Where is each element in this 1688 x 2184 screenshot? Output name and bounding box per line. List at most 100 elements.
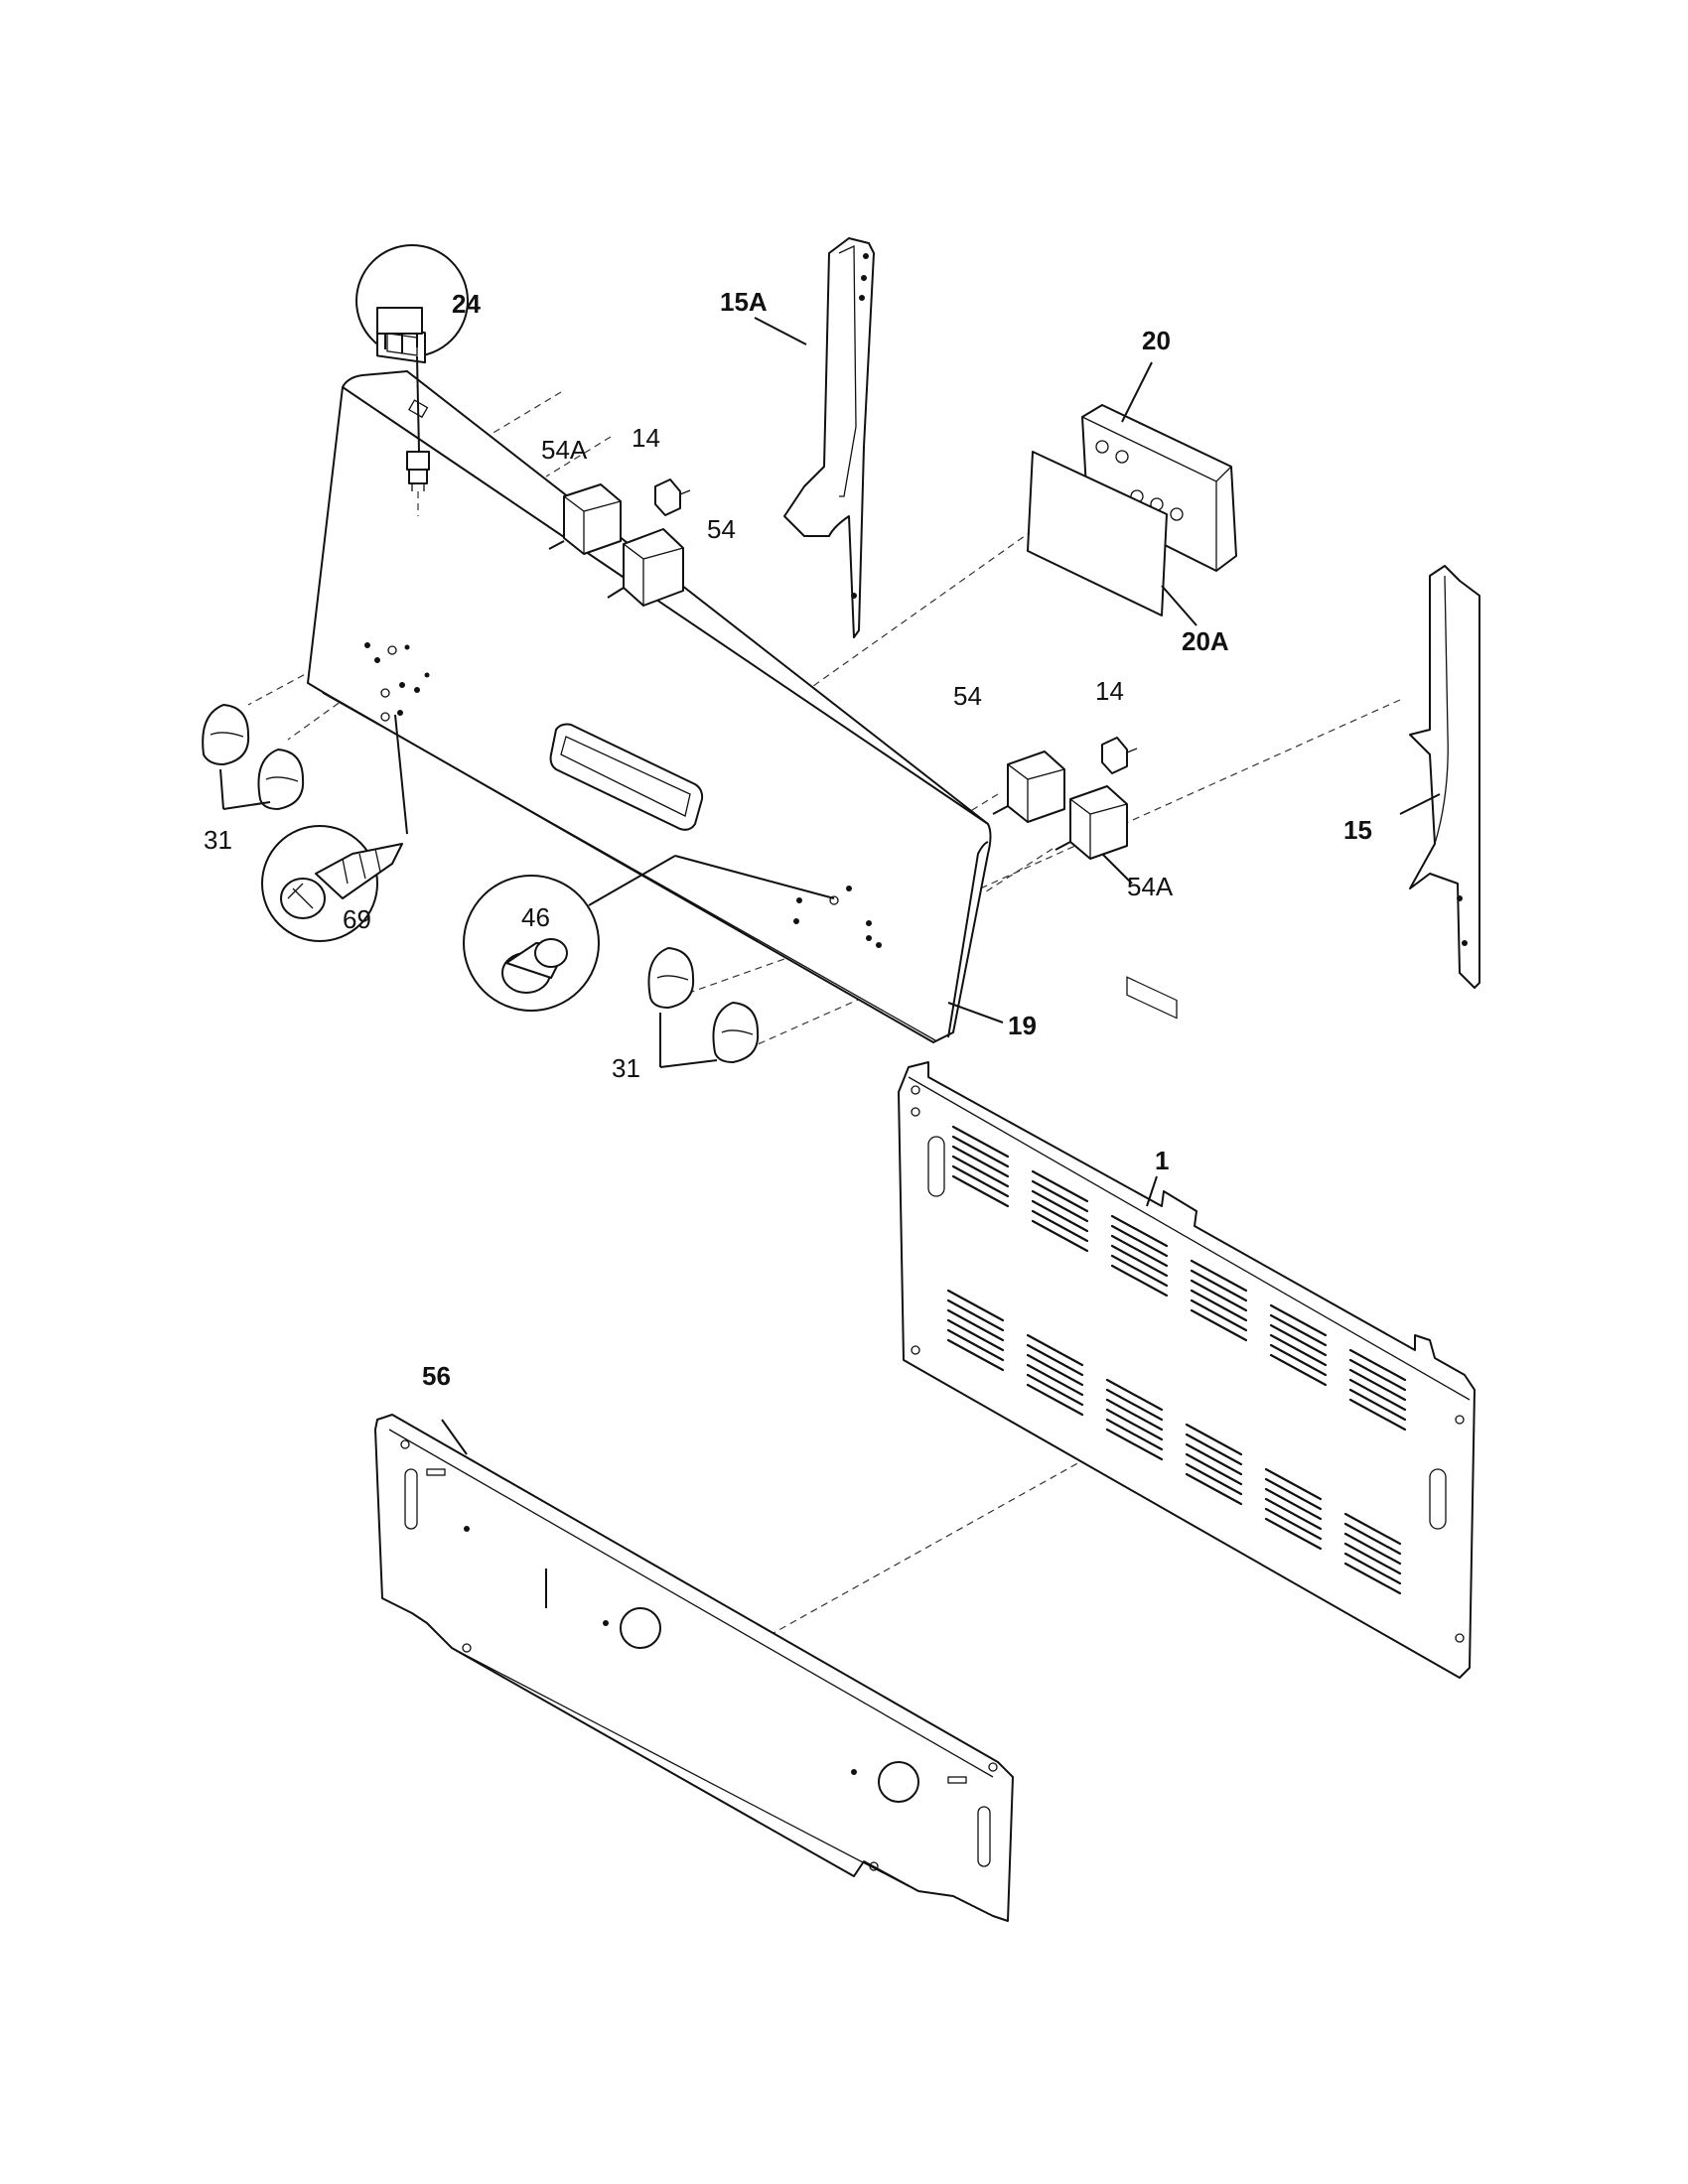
- vent-slot: [951, 1145, 1010, 1178]
- vent-slot: [1269, 1323, 1328, 1357]
- vent-slot: [1343, 1552, 1402, 1585]
- vent-slot: [1348, 1358, 1407, 1392]
- vent-slot: [1026, 1343, 1084, 1377]
- backguard-panel: [307, 370, 992, 1043]
- vent-slot: [1026, 1353, 1084, 1387]
- lower-switches: [992, 737, 1138, 860]
- vent-slot: [1110, 1214, 1169, 1248]
- vent-slot: [946, 1328, 1005, 1362]
- label-54-lower: 54: [953, 681, 982, 711]
- vent-slot: [951, 1125, 1010, 1159]
- label-15A: 15A: [720, 287, 768, 317]
- vent-slot: [1185, 1472, 1243, 1506]
- vent-slot: [1264, 1467, 1323, 1501]
- vent-slot: [1031, 1209, 1089, 1243]
- vent-slot: [1105, 1418, 1164, 1451]
- vent-slot: [1343, 1522, 1402, 1556]
- vent-slot: [1264, 1507, 1323, 1541]
- label-56: 56: [422, 1361, 451, 1391]
- label-24: 24: [452, 289, 481, 319]
- vent-slot: [946, 1338, 1005, 1372]
- vent-slot: [1264, 1497, 1323, 1531]
- vent-slot: [1031, 1219, 1089, 1253]
- vent-slot: [1269, 1303, 1328, 1337]
- vent-slot: [1348, 1368, 1407, 1402]
- vent-slot: [1348, 1348, 1407, 1382]
- vent-slot: [1110, 1244, 1169, 1278]
- vent-slot: [1185, 1442, 1243, 1476]
- vent-slot: [1190, 1298, 1248, 1332]
- vent-slot: [1348, 1398, 1407, 1432]
- vent-slot: [1110, 1264, 1169, 1297]
- label-14-lower: 14: [1095, 676, 1124, 706]
- side-trim-15A: [783, 237, 875, 638]
- vent-slot: [1343, 1532, 1402, 1566]
- vent-slots: [946, 1125, 1407, 1595]
- vent-slot: [946, 1308, 1005, 1342]
- label-31-left: 31: [204, 825, 232, 855]
- vent-slot: [1343, 1542, 1402, 1575]
- label-54A-upper: 54A: [541, 435, 588, 465]
- vent-slot: [1190, 1289, 1248, 1322]
- vent-slot: [1190, 1308, 1248, 1342]
- vent-slot: [1190, 1279, 1248, 1312]
- vent-slot: [1269, 1343, 1328, 1377]
- vent-slot: [1343, 1512, 1402, 1546]
- vent-slot: [1190, 1259, 1248, 1293]
- vent-slot: [1105, 1388, 1164, 1422]
- vent-slot: [946, 1298, 1005, 1332]
- vent-slot: [1026, 1373, 1084, 1407]
- vent-slot: [1105, 1428, 1164, 1461]
- vent-slot: [1264, 1487, 1323, 1521]
- label-1: 1: [1155, 1146, 1169, 1175]
- vent-slot: [1110, 1224, 1169, 1258]
- vent-slot: [1348, 1388, 1407, 1422]
- leader-lines: [219, 317, 1441, 1455]
- vent-slot: [951, 1155, 1010, 1188]
- vent-slot: [1264, 1517, 1323, 1551]
- vent-slot: [1110, 1254, 1169, 1288]
- vent-slot: [1185, 1452, 1243, 1486]
- vent-slot: [1185, 1433, 1243, 1466]
- label-20: 20: [1142, 326, 1171, 355]
- vent-slot: [1269, 1353, 1328, 1387]
- vent-slot: [1110, 1234, 1169, 1268]
- label-54-upper: 54: [707, 514, 736, 544]
- vent-slot: [1031, 1179, 1089, 1213]
- vent-slot: [1026, 1333, 1084, 1367]
- switch-24: [355, 244, 469, 516]
- vent-slot: [1185, 1462, 1243, 1496]
- overlay-20A: [1027, 451, 1168, 616]
- rear-panel-1: [898, 1061, 1476, 1679]
- vent-slot: [1185, 1423, 1243, 1456]
- vent-slot: [1190, 1269, 1248, 1302]
- label-14-upper: 14: [632, 423, 660, 453]
- vent-slot: [1343, 1562, 1402, 1595]
- screw-69: [261, 714, 408, 942]
- label-69: 69: [343, 904, 371, 934]
- vent-slot: [1031, 1189, 1089, 1223]
- side-trim-15: [1409, 565, 1480, 989]
- label-20A: 20A: [1182, 626, 1229, 656]
- vent-slot: [1269, 1313, 1328, 1347]
- upper-switches: [548, 478, 691, 607]
- knobs-left: [202, 704, 305, 810]
- vent-slot: [951, 1164, 1010, 1198]
- callout-labels: 24 15A 20 54A 14 54 20A 54 14 15 54A 31 …: [204, 287, 1372, 1391]
- vent-slot: [1105, 1378, 1164, 1412]
- vent-slot: [1031, 1169, 1089, 1203]
- lens-46: [463, 855, 835, 1012]
- lower-panel-56: [374, 1414, 1014, 1922]
- label-54A-lower: 54A: [1127, 872, 1174, 901]
- vent-slot: [946, 1318, 1005, 1352]
- label-31-right: 31: [612, 1053, 640, 1083]
- label-46: 46: [521, 902, 550, 932]
- vent-slot: [1348, 1378, 1407, 1412]
- vent-slot: [1026, 1363, 1084, 1397]
- vent-slot: [1105, 1408, 1164, 1441]
- label-15: 15: [1343, 815, 1372, 845]
- label-19: 19: [1008, 1011, 1037, 1040]
- vent-slot: [1269, 1333, 1328, 1367]
- vent-slot: [951, 1174, 1010, 1208]
